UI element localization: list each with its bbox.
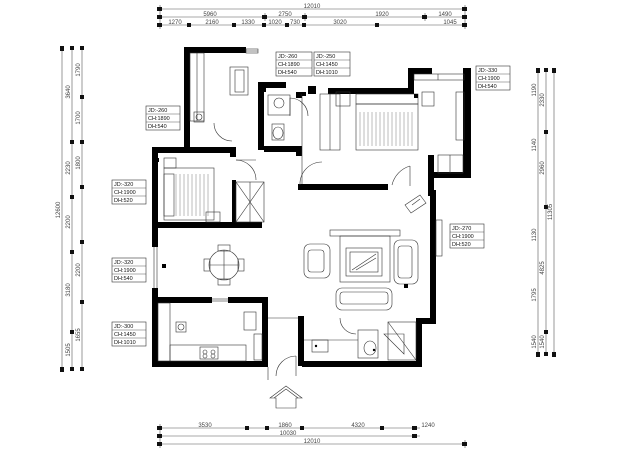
top-dim-row2-a: 5960	[203, 12, 217, 18]
top-dim-row3-f: 3020	[333, 20, 347, 26]
annotation-2-jd: JD:-250	[316, 54, 335, 60]
left-dim-outer-d: 3180	[66, 283, 72, 297]
right-dim-inner-a: 1190	[532, 83, 538, 97]
annotation-2-ch: CH:1450	[316, 62, 338, 68]
right-dim-outer-d: 1540	[540, 335, 546, 349]
annotation-box-5: JD:-320 CH:1900 DH:520	[111, 179, 147, 205]
annotation-7-jd: JD:-320	[114, 260, 133, 266]
annotation-8-dh: DH:1010	[114, 340, 136, 346]
top-dim-row3-d: 1020	[268, 20, 282, 26]
left-dimension-lines	[61, 48, 83, 370]
annotation-6-ch: CH:1900	[452, 234, 474, 240]
annotation-box-3: JD:-330 CH:1900 DH:540	[475, 65, 511, 91]
top-dim-row2-d: 1490	[438, 12, 452, 18]
bottom-dimension-ticks	[157, 426, 467, 446]
right-dim-outer-a: 2330	[540, 93, 546, 107]
annotation-5-jd: JD:-320	[114, 182, 133, 188]
left-dim-inner-b: 1700	[76, 111, 82, 125]
right-dimension-lines	[537, 70, 555, 355]
left-dim-outer-b: 2230	[66, 161, 72, 175]
right-dim-inner-b: 1140	[532, 138, 538, 152]
bottom-dim-row2: 10030	[280, 431, 297, 437]
walls	[152, 47, 471, 367]
annotation-4-jd: JD:-260	[148, 108, 167, 114]
annotation-3-jd: JD:-330	[478, 68, 497, 74]
annotation-5-ch: CH:1900	[114, 190, 136, 196]
annotation-box-7: JD:-320 CH:1900 DH:540	[111, 257, 147, 283]
annotation-box-6: JD:-270 CH:1900 DH:520	[449, 223, 485, 249]
top-dim-total: 12010	[304, 4, 321, 10]
left-dim-outer-e: 1505	[66, 343, 72, 357]
annotation-5-dh: DH:520	[114, 198, 133, 204]
top-dimension-ticks	[157, 7, 467, 27]
right-dim-outer-b: 2960	[540, 161, 546, 175]
annotation-3-ch: CH:1900	[478, 76, 500, 82]
annotation-8-ch: CH:1450	[114, 332, 136, 338]
annotation-1-ch: CH:1890	[278, 62, 300, 68]
annotation-8-jd: JD:-300	[114, 324, 133, 330]
thin-lines	[153, 48, 465, 409]
annotation-7-ch: CH:1900	[114, 268, 136, 274]
top-dim-row3-e: 730	[290, 20, 301, 26]
annotation-1-jd: JD:-260	[278, 54, 297, 60]
left-dimension-ticks	[60, 46, 84, 372]
left-dim-outer-c: 2200	[66, 215, 72, 229]
right-dim-inner-c: 1130	[532, 228, 538, 242]
annotation-1-dh: DH:540	[278, 70, 297, 76]
annotation-7-dh: DH:540	[114, 276, 133, 282]
top-dim-row3-g: 1045	[443, 20, 457, 26]
annotation-box-8: JD:-300 CH:1450 DH:1010	[111, 321, 147, 347]
right-dim-outer-c: 4825	[540, 261, 546, 275]
bottom-dim-row3: 12010	[304, 439, 321, 445]
top-dim-row3-b: 2160	[205, 20, 219, 26]
right-dim-inner-d: 1795	[532, 288, 538, 302]
annotation-4-dh: DH:540	[148, 124, 167, 130]
left-dim-total: 12600	[56, 201, 62, 218]
top-dim-row3-c: 1330	[241, 20, 255, 26]
bottom-dim-row1-b: 1860	[278, 423, 292, 429]
annotation-3-dh: DH:540	[478, 84, 497, 90]
right-dim-inner-e: 1540	[532, 335, 538, 349]
annotation-4-ch: CH:1890	[148, 116, 170, 122]
annotation-box-4: JD:-260 CH:1890 DH:540	[145, 105, 181, 131]
left-dim-inner-d: 2200	[76, 263, 82, 277]
bottom-dim-row1-c: 4320	[351, 423, 365, 429]
bottom-dim-row1-a: 3530	[198, 423, 212, 429]
left-dim-inner-a: 1790	[76, 63, 82, 77]
annotation-box-1: JD:-260 CH:1890 DH:540	[275, 51, 313, 77]
left-dim-inner-c: 1800	[76, 156, 82, 170]
top-dim-row2-b: 2750	[278, 12, 292, 18]
top-dim-row2-c: 1920	[375, 12, 389, 18]
annotation-6-jd: JD:-270	[452, 226, 471, 232]
left-dim-outer-a: 3640	[66, 85, 72, 99]
annotation-box-2: JD:-250 CH:1450 DH:1010	[313, 51, 351, 77]
left-dim-inner-e: 1655	[76, 328, 82, 342]
right-dimension-ticks	[536, 68, 556, 357]
annotation-2-dh: DH:1010	[316, 70, 338, 76]
right-dim-total: 11305	[548, 203, 554, 220]
bottom-dim-row1-d: 1240	[421, 423, 435, 429]
annotation-6-dh: DH:520	[452, 242, 471, 248]
top-dim-row3-a: 1270	[168, 20, 182, 26]
fixture-details	[155, 88, 470, 352]
